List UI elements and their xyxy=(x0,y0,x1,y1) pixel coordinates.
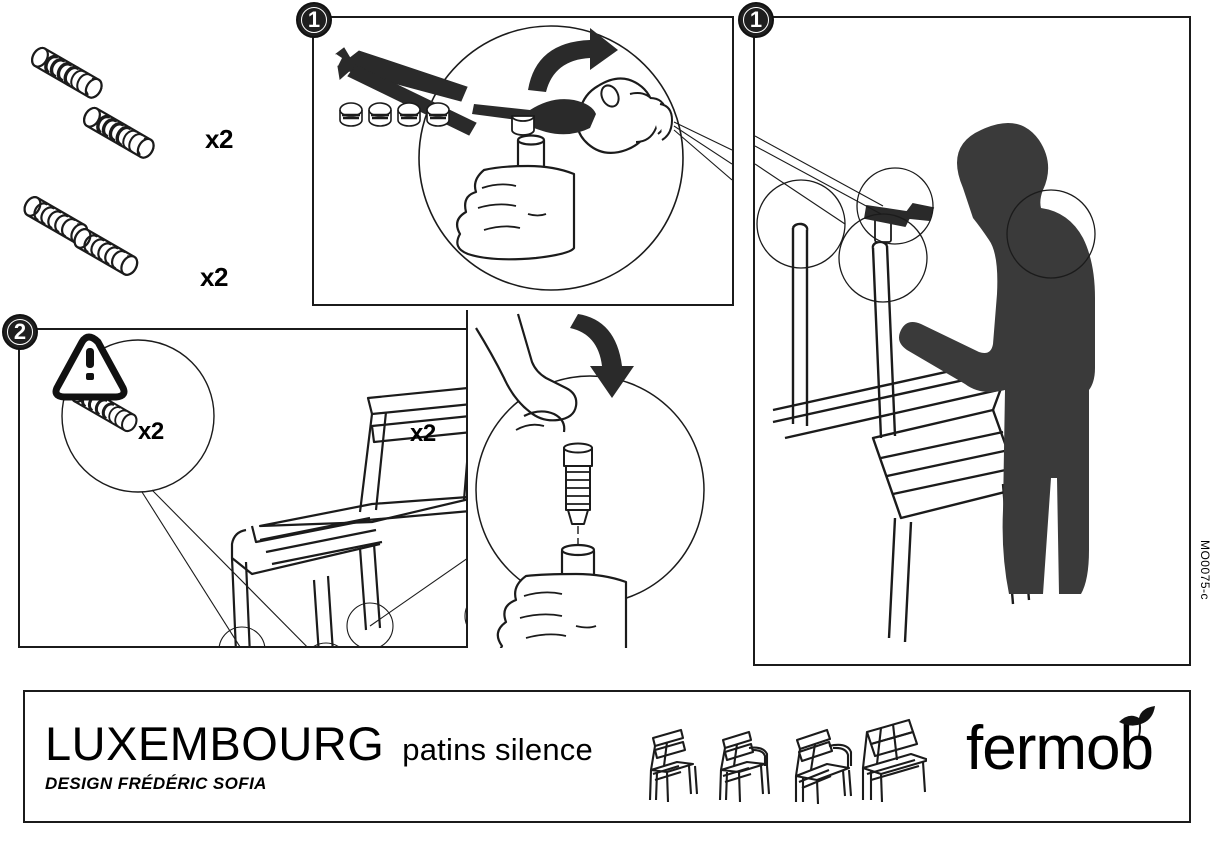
step-badge-1-detail: 1 xyxy=(296,2,332,38)
low-armchair-icon xyxy=(794,728,853,805)
hand-with-pliers-icon xyxy=(472,77,674,155)
product-variant: patins silence xyxy=(402,732,593,767)
step-number: 2 xyxy=(13,319,27,344)
panel-step-1-detail xyxy=(312,16,734,306)
step-1-detail-drawing xyxy=(332,25,732,291)
step-1-context-drawing xyxy=(755,122,1096,643)
product-range-icons xyxy=(637,708,927,806)
leaf-icon xyxy=(1119,706,1155,737)
removed-caps-group xyxy=(339,102,450,127)
parts-list-region: x2 x2 xyxy=(0,0,300,305)
hand-inserting-glide-icon xyxy=(475,313,578,433)
chair-icon xyxy=(648,728,699,803)
step-badge-2: 2 xyxy=(2,314,38,350)
reference-code: MO0075-c xyxy=(1198,539,1212,600)
footer-box: LUXEMBOURG patins silence DESIGN FRÉDÉRIC… xyxy=(23,690,1191,823)
callout-circles xyxy=(756,167,1096,303)
hand-holding-tube-lower-icon xyxy=(496,543,628,648)
parts-drawing xyxy=(23,46,155,276)
step-number: 1 xyxy=(749,7,763,32)
person-silhouette-icon xyxy=(899,122,1095,595)
step-2-push-drawing xyxy=(475,313,705,648)
leader-lines xyxy=(673,121,732,181)
bench-icon xyxy=(861,718,927,803)
push-down-arrow-icon xyxy=(570,314,634,398)
panel-step-1-context xyxy=(753,16,1191,666)
hand-holding-tube-icon xyxy=(455,134,576,261)
step-badge-1-context: 1 xyxy=(738,2,774,38)
parts-quantity-label-2: x2 xyxy=(200,262,228,292)
parts-quantity-label-1: x2 xyxy=(205,124,233,154)
warning-triangle-icon-left xyxy=(52,333,128,401)
panel-step-2-push xyxy=(466,310,734,648)
hand-with-tool-detail xyxy=(863,203,935,243)
pull-up-arrow-icon xyxy=(528,28,618,92)
step-number: 1 xyxy=(307,7,321,32)
armchair-icon xyxy=(718,730,771,803)
rear-legs-quantity-label: x2 xyxy=(410,420,436,447)
glide-part-vertical xyxy=(563,442,593,525)
product-name: LUXEMBOURG xyxy=(45,717,385,770)
incoming-leader-lines xyxy=(755,135,884,225)
chair-drawing xyxy=(230,384,500,646)
front-legs-quantity-label: x2 xyxy=(138,418,164,445)
brand-name: fermob xyxy=(966,714,1154,783)
designer-credit: DESIGN FRÉDÉRIC SOFIA xyxy=(45,774,267,793)
product-title-row: LUXEMBOURG patins silence xyxy=(45,716,593,771)
brand-lockup: fermob xyxy=(966,706,1155,783)
